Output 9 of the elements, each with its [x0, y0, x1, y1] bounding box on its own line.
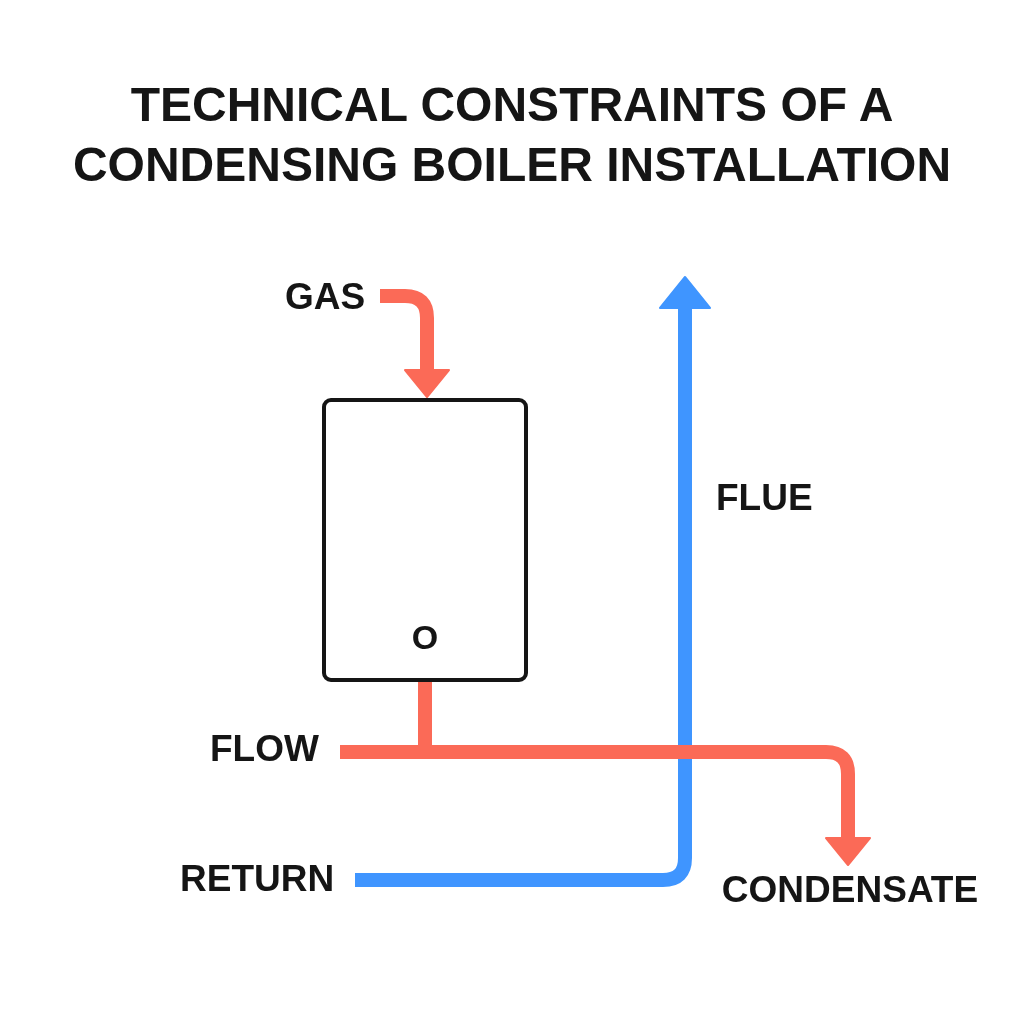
boiler-box	[322, 398, 528, 682]
condensate-label: CONDENSATE	[714, 866, 986, 912]
edge-label: FLUE	[716, 479, 813, 516]
gas-label: GAS	[282, 274, 380, 318]
indicator-letter: O	[411, 620, 439, 654]
pipe-arrow	[355, 276, 711, 887]
return-label: RETURN	[176, 856, 355, 900]
flow-label: FLOW	[206, 726, 340, 770]
diagram-title: TECHNICAL CONSTRAINTS OF A CONDENSING BOILER INSTALLATION	[71, 77, 953, 193]
